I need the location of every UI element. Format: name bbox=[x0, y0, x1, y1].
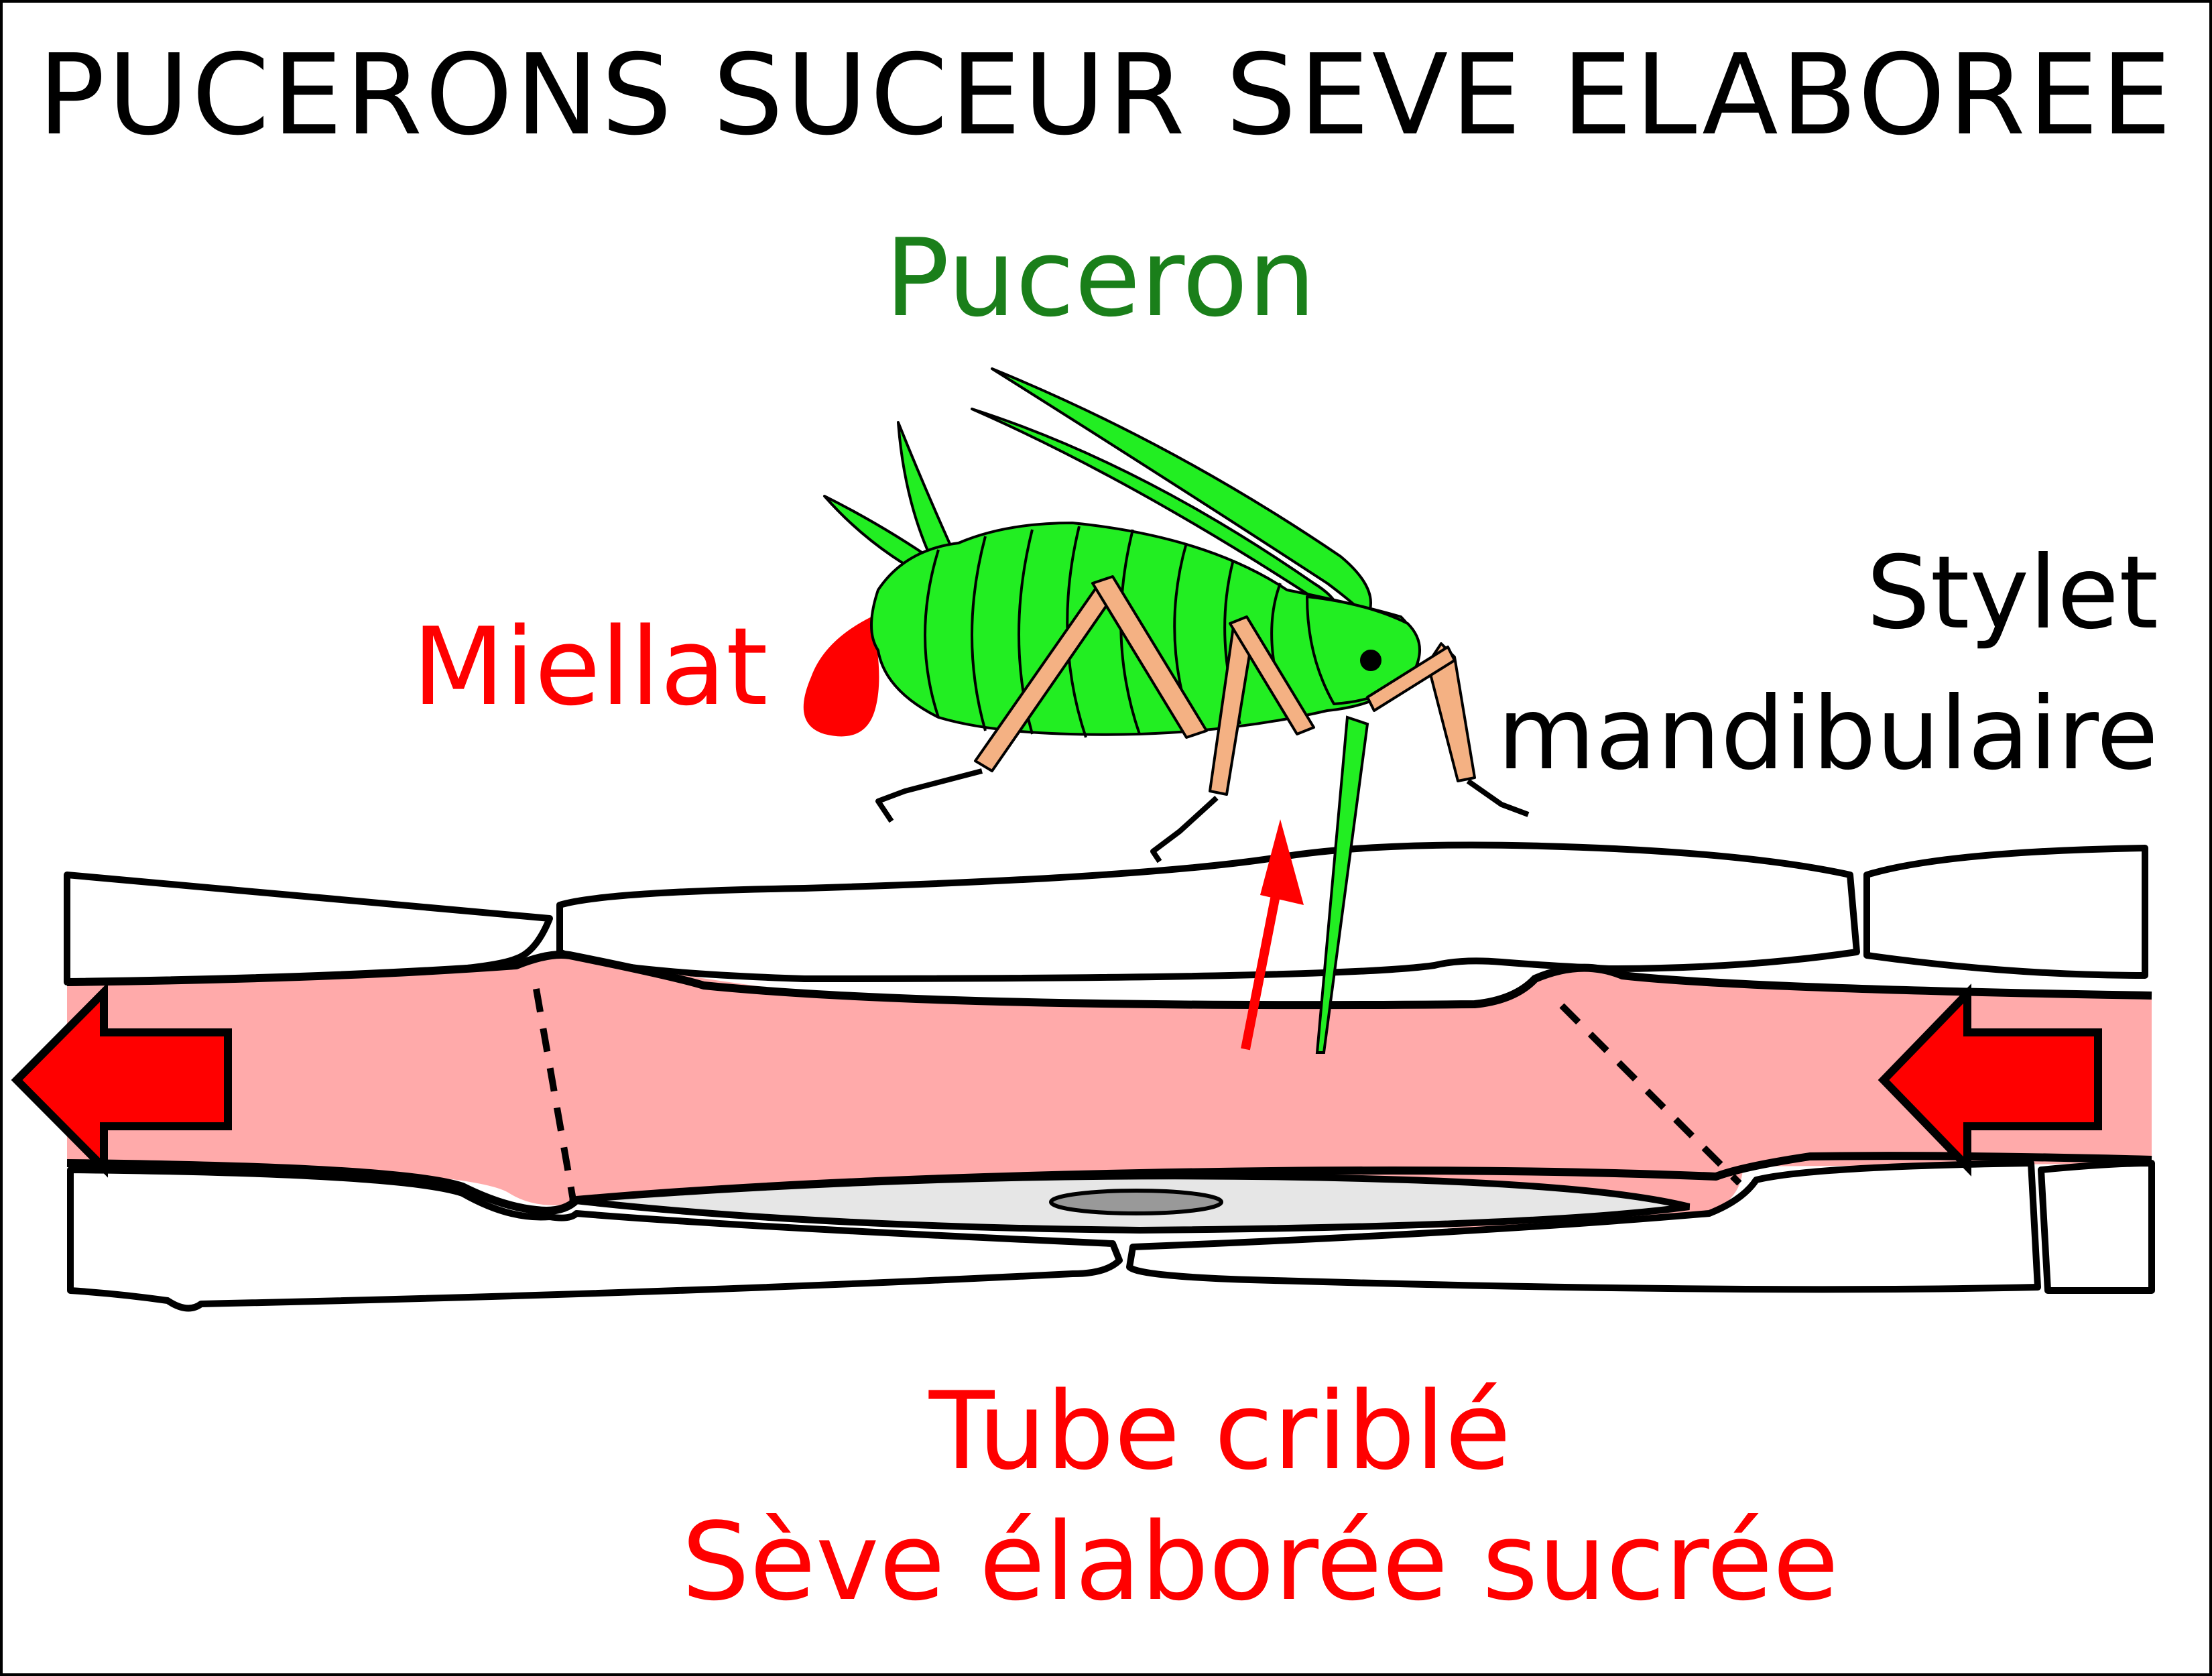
upper-cell-layer bbox=[64, 841, 2148, 985]
flow-arrow-left bbox=[11, 982, 232, 1178]
seve-label: Sève élaborée sucrée bbox=[681, 1499, 1839, 1624]
sieve-tube bbox=[67, 955, 2152, 1229]
tube-crible-label: Tube criblé bbox=[928, 1368, 1512, 1494]
lower-cell-right bbox=[1126, 1160, 2041, 1293]
lower-cell-left bbox=[67, 1166, 1123, 1312]
miellat-label: Miellat bbox=[412, 604, 768, 729]
lower-cell-layer bbox=[67, 1160, 2155, 1312]
nucleus bbox=[1049, 1189, 1223, 1215]
sieve-tube-top-wall bbox=[66, 951, 2152, 1010]
honeydew-drop-icon bbox=[803, 617, 879, 737]
stylet bbox=[1315, 715, 1369, 1054]
aphid-tarsus bbox=[1150, 796, 1219, 863]
page-title: PUCERONS SUCEUR SEVE ELABOREE bbox=[38, 31, 2174, 160]
upper-cell-right bbox=[1863, 845, 2148, 979]
sieve-plate-right bbox=[1559, 1003, 1742, 1186]
aphid-leg bbox=[1091, 575, 1208, 739]
aphid-leg bbox=[1229, 615, 1315, 735]
flow-arrow-right bbox=[1878, 983, 2102, 1177]
aphid-leg bbox=[1366, 646, 1456, 712]
aphid-tarsus bbox=[875, 768, 983, 823]
aphid-tarsus bbox=[1466, 778, 1530, 817]
aphid-eye bbox=[1360, 650, 1381, 671]
sap-up-arrow bbox=[1241, 819, 1304, 1051]
puceron-label: Puceron bbox=[885, 215, 1316, 341]
lower-cell-far-right bbox=[2038, 1160, 2155, 1294]
stylet-label-line1: Stylet bbox=[1866, 535, 2158, 652]
stylet-label-line2: mandibulaire bbox=[1497, 676, 2158, 792]
aphid-icon bbox=[823, 367, 1530, 863]
sieve-plate-left bbox=[533, 988, 576, 1201]
upper-cell-middle bbox=[556, 841, 1860, 982]
